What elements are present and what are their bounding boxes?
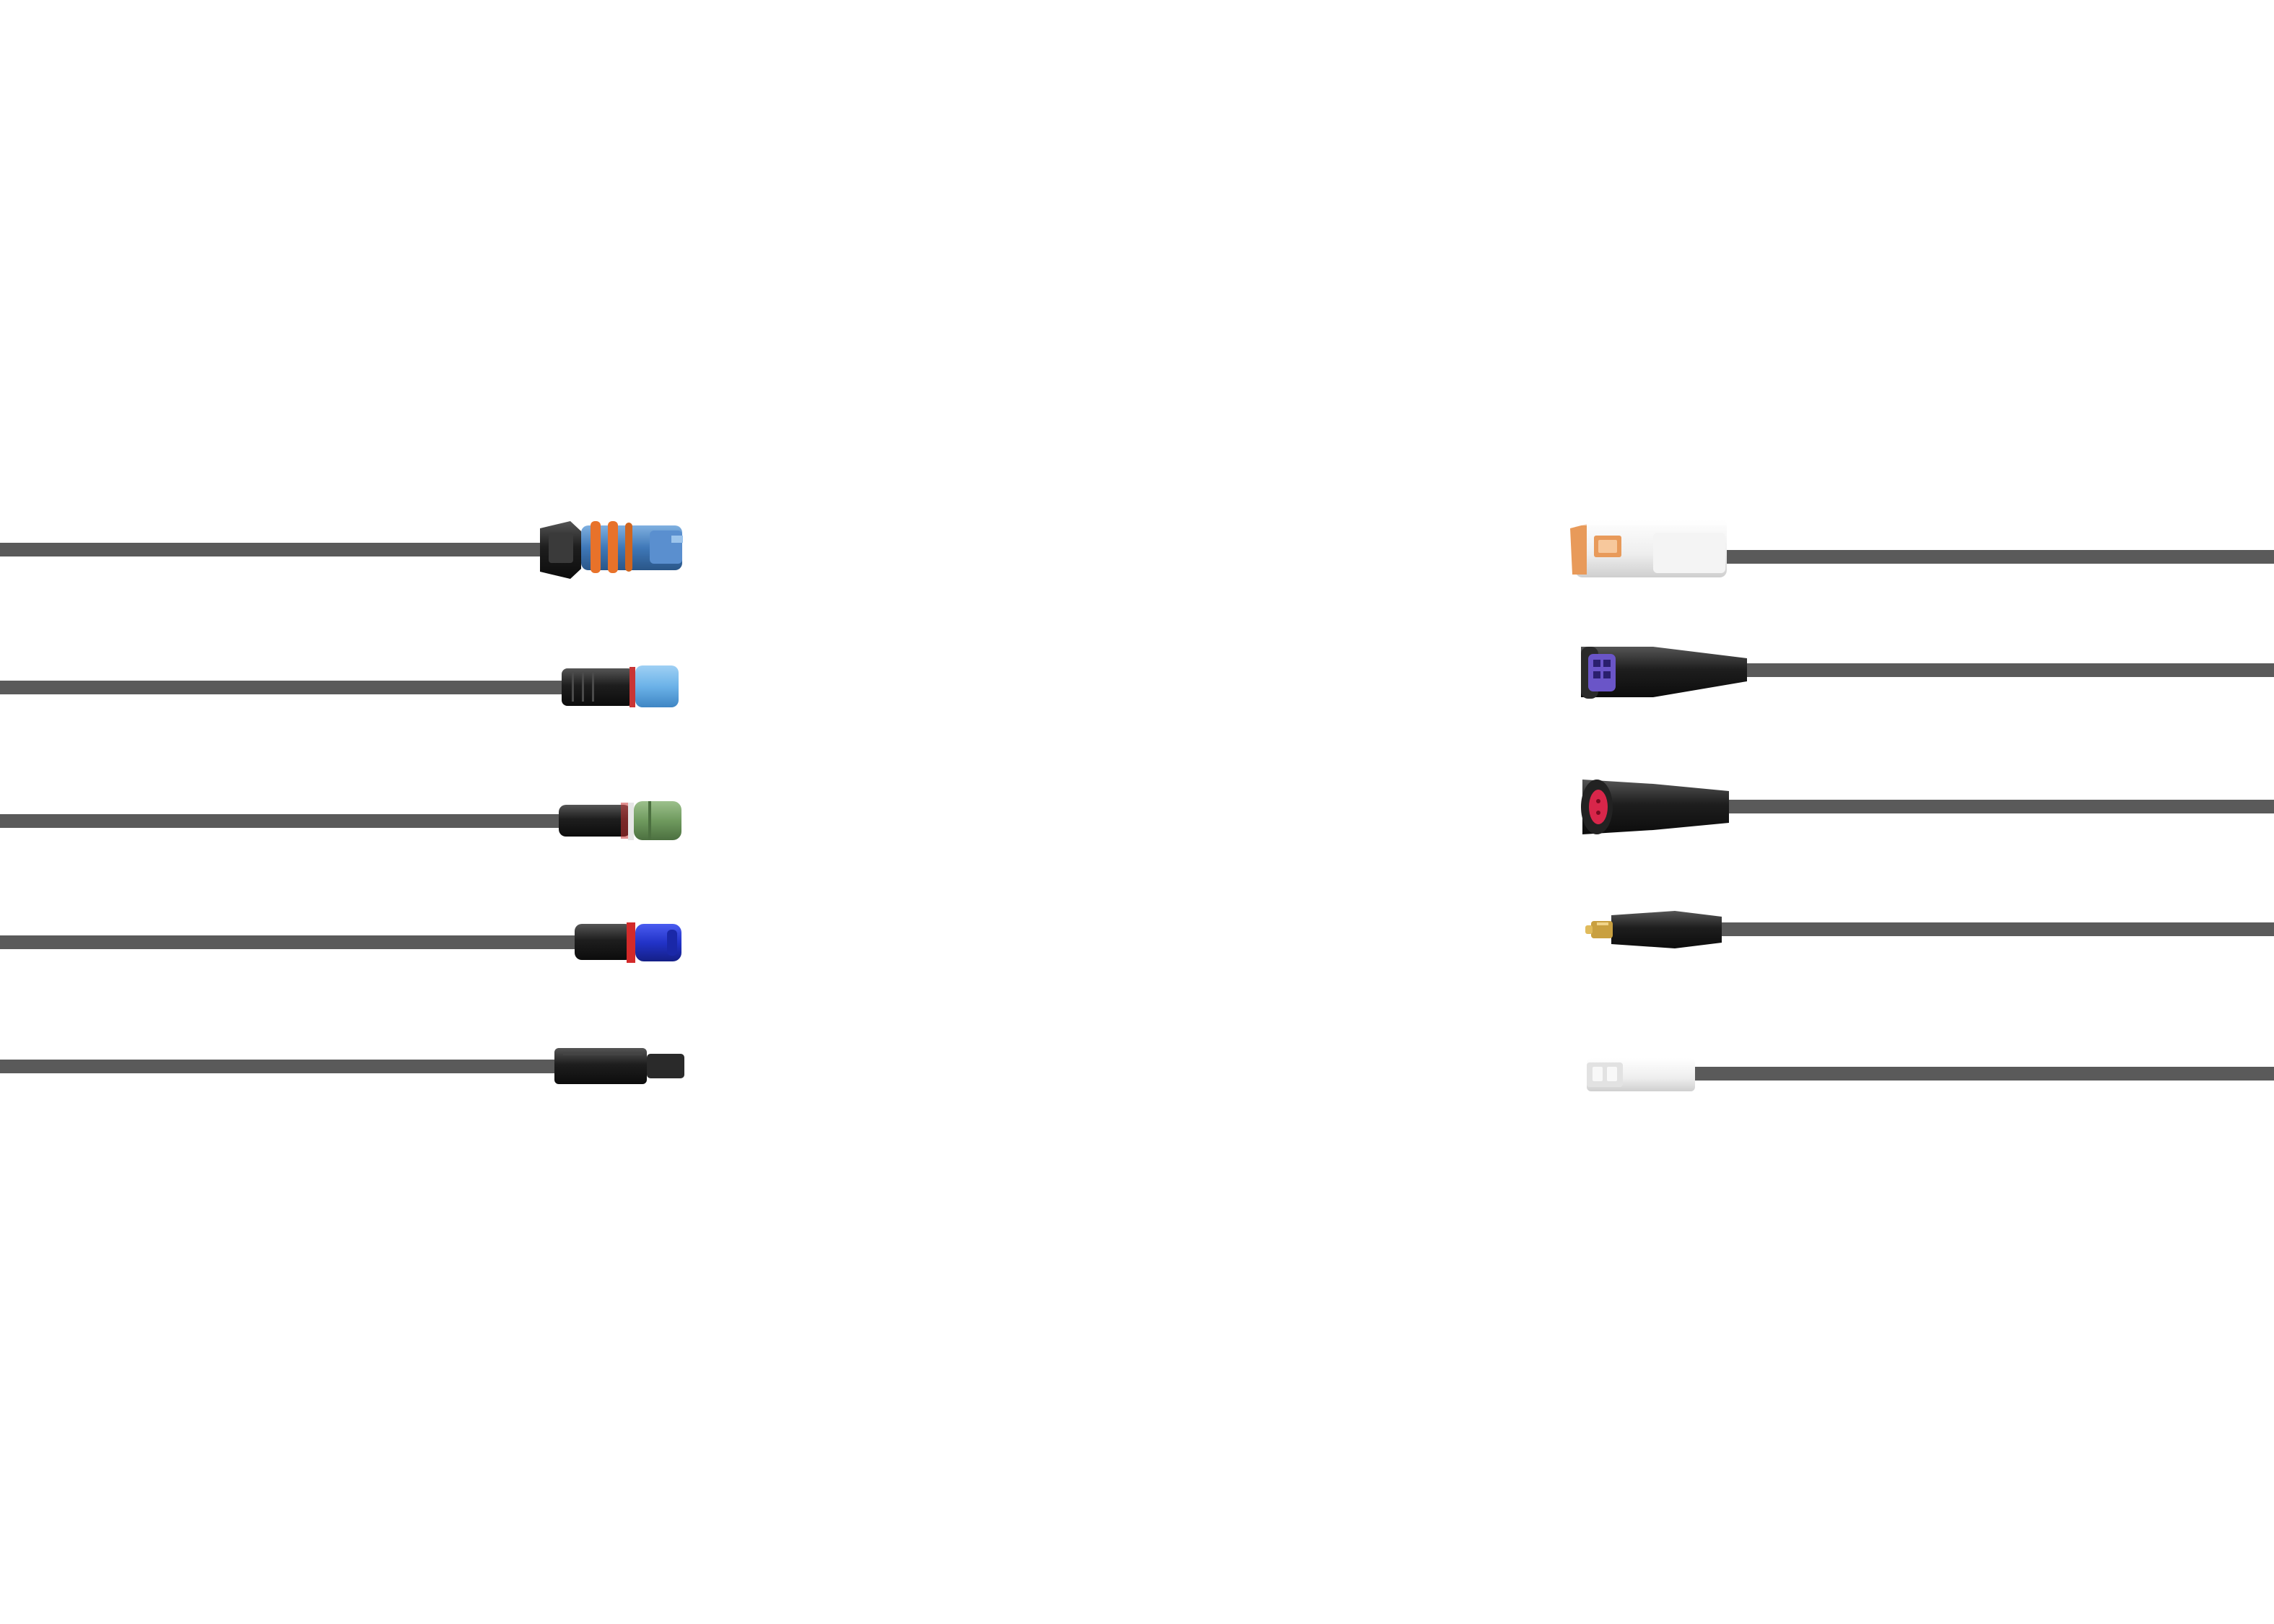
right-connector-2-icon [1581,647,1747,699]
left-cable-group [0,543,578,1073]
left-connector-1-icon [540,521,683,579]
left-connector-2-icon [562,665,679,707]
right-connector-4-icon [1585,911,1722,948]
right-cable-4 [1715,922,2274,936]
right-connector-3-icon [1581,780,1729,834]
left-cable-2 [0,681,567,694]
right-cable-5 [1689,1067,2274,1081]
left-connector-5-icon [554,1048,684,1084]
left-cable-3 [0,814,562,828]
right-cable-group [1689,550,2274,1081]
left-connector-4-icon [575,922,681,963]
right-cable-2 [1747,663,2274,677]
left-cable-5 [0,1060,559,1073]
left-connector-3-icon [559,801,681,840]
right-connector-5-icon [1587,1058,1695,1091]
right-connector-1-icon [1570,518,1727,577]
left-cable-1 [0,543,543,556]
right-cable-3 [1722,800,2274,813]
right-cable-1 [1722,550,2274,564]
left-cable-4 [0,935,578,949]
